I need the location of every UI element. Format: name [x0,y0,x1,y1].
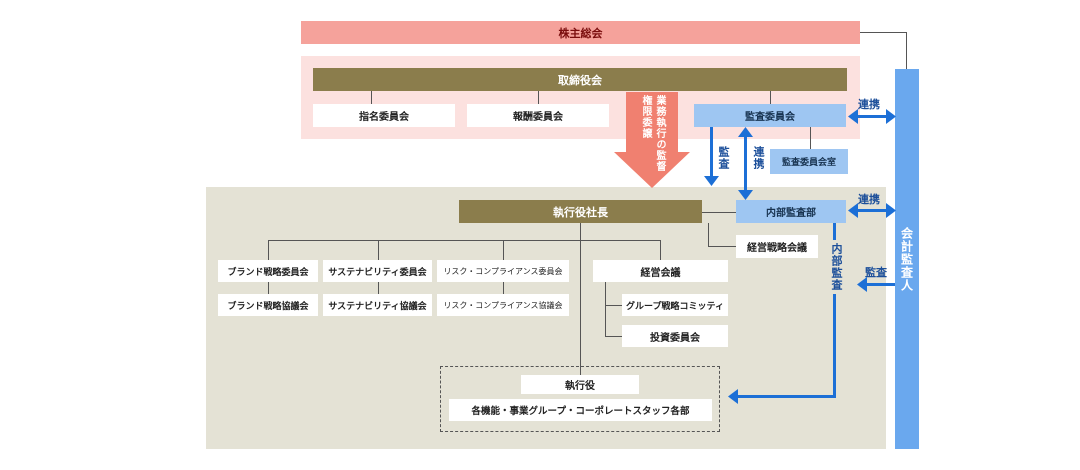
auditor-link-2-label: 連携 [858,193,880,206]
board-connector-2 [538,91,539,104]
departments: 各機能・事業グループ・コーポレートスタッフ各部 [449,399,712,421]
sustainability-council: サステナビリティ協議会 [323,294,432,316]
shareholders-auditor-connector [860,32,907,33]
compensation-committee-label: 報酬委員会 [513,112,563,123]
accounting-auditor-label: 会計監査人 [899,226,914,292]
committee-branch-4 [660,240,661,260]
auditor-link-2-left-head [848,203,858,218]
executive-officers: 執行役 [521,375,639,394]
audit-committee-office: 監査委員会室 [770,149,848,174]
committee-branch-1 [268,240,269,260]
auditor-link-1-left-head [848,109,858,124]
investment-committee-label: 投資委員会 [650,332,700,344]
internal-audit-vertical-label: 内部監査 [828,240,844,294]
management-meeting: 経営会議 [593,260,728,282]
ceo-trunk [580,223,581,377]
risk-connector [503,282,504,294]
accounting-auditor: 会計監査人 [895,69,919,449]
brand-connector [268,282,269,294]
ceo-internal-audit-connector [702,212,736,213]
auditor-audit-arrow-head [857,277,867,292]
sustainability-connector [378,282,379,294]
group-strategy-committee: グループ戦略コミッティ [622,294,728,316]
coordination-arrow-shaft [744,136,747,192]
board-of-directors: 取締役会 [313,68,847,91]
brand-strategy-committee-label: ブランド戦略委員会 [227,267,309,278]
investment-committee: 投資委員会 [622,325,728,347]
sustainability-committee: サステナビリティ委員会 [323,260,432,282]
auditor-link-1-right-head [886,109,896,124]
delegation-arrow [614,92,690,188]
coordination-arrow-bottom-head [738,190,753,200]
internal-audit-arrow-v [833,223,836,398]
management-sub-connector-v [605,282,606,336]
audit-arrow-shaft [710,127,713,177]
audit-committee-label: 監査委員会 [745,112,795,123]
ceo-label: 執行役社長 [553,205,608,219]
internal-audit-arrow-h [737,395,836,398]
compensation-committee: 報酬委員会 [467,104,609,127]
internal-audit-arrow-head [728,389,738,404]
sustainability-committee-label: サステナビリティ委員会 [328,267,427,278]
delegation-label: 権限委譲 [640,95,651,139]
auditor-link-2-right-head [886,203,896,218]
auditor-link-1 [857,115,887,118]
audit-arrow-head [704,176,719,186]
management-sub-connector-2 [605,336,622,337]
internal-audit: 内部監査部 [736,200,846,223]
strategy-connector-h [708,246,736,247]
management-sub-connector-1 [605,305,622,306]
audit-label: 監査 [717,146,730,170]
shareholders-meeting: 株主総会 [301,21,860,44]
brand-strategy-council: ブランド戦略協議会 [218,294,318,316]
supervision-label: 業務執行の監督 [654,95,665,172]
departments-label: 各機能・事業グループ・コーポレートスタッフ各部 [471,406,690,417]
executive-officers-group [440,366,720,432]
strategy-meeting-label: 経営戦略会議 [747,243,807,254]
committee-branch-h [268,240,661,241]
nomination-committee-label: 指名委員会 [359,112,409,123]
risk-compliance-council: リスク・コンプライアンス協議会 [437,294,569,316]
ceo: 執行役社長 [459,200,702,223]
auditor-link-1-label: 連携 [858,98,880,111]
strategy-meeting: 経営戦略会議 [736,235,818,258]
audit-office-connector [810,127,811,149]
risk-compliance-committee-label: リスク・コンプライアンス委員会 [443,266,563,276]
brand-strategy-committee: ブランド戦略委員会 [218,260,318,282]
auditor-audit-arrow [866,283,895,286]
shareholders-auditor-connector-v [906,32,907,70]
audit-committee-office-label: 監査委員会室 [781,158,836,168]
brand-strategy-council-label: ブランド戦略協議会 [227,301,309,312]
board-label: 取締役会 [558,73,602,87]
executive-officers-label: 執行役 [565,381,595,392]
committee-branch-2 [378,240,379,260]
risk-compliance-committee: リスク・コンプライアンス委員会 [437,260,569,282]
committee-branch-3 [503,240,504,260]
coordination-label: 連携 [752,146,765,170]
coordination-arrow-top-head [738,127,753,137]
strategy-connector-v [708,223,709,246]
nomination-committee: 指名委員会 [313,104,455,127]
auditor-audit-label: 監査 [865,266,887,279]
internal-audit-label: 内部監査部 [766,208,816,219]
risk-compliance-council-label: リスク・コンプライアンス協議会 [443,300,563,310]
board-connector-1 [371,91,372,104]
auditor-link-2 [857,209,887,212]
group-strategy-committee-label: グループ戦略コミッティ [626,301,724,312]
audit-committee: 監査委員会 [694,104,846,127]
sustainability-council-label: サステナビリティ協議会 [328,301,427,312]
shareholders-meeting-label: 株主総会 [558,26,603,40]
board-connector-3 [770,91,771,104]
management-meeting-label: 経営会議 [640,267,681,279]
